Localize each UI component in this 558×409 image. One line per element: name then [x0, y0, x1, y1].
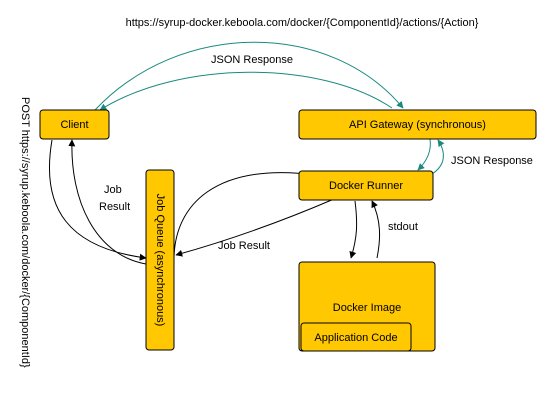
client-label: Client	[60, 119, 88, 131]
json-response-right-label: JSON Response	[451, 155, 533, 167]
docker-image-label: Docker Image	[333, 302, 401, 314]
job-result-middle-label: Job Result	[218, 240, 270, 252]
api-gateway-label: API Gateway (synchronous)	[349, 119, 486, 131]
queue-to-client-result-arrow	[68, 139, 147, 265]
queue-to-runner-arrow	[173, 170, 317, 259]
application-code-label: Application Code	[314, 332, 397, 344]
job-queue-label: Job Queue (asynchronous)	[154, 194, 166, 327]
gateway-to-runner-arrow	[417, 138, 431, 171]
api-gateway-box: API Gateway (synchronous)	[298, 109, 537, 140]
job-queue-box: Job Queue (asynchronous)	[145, 169, 175, 351]
client-box: Client	[39, 109, 110, 140]
actions-url-label: https://syrup-docker.keboola.com/docker/…	[126, 17, 479, 29]
docker-runner-label: Docker Runner	[329, 180, 403, 192]
job-result-left-label-line2: Result	[99, 201, 130, 213]
runner-to-image-arrow	[349, 200, 358, 259]
image-stdout-arrow	[371, 200, 381, 259]
request-arrow-client-to-gateway	[94, 41, 404, 111]
json-response-top-label: JSON Response	[211, 54, 293, 66]
post-url-label: POST https://syrup.keboola.com/docker/{C…	[19, 97, 31, 368]
client-to-queue-arrow	[48, 139, 147, 261]
runner-to-gateway-arrow	[431, 139, 445, 175]
job-result-left-label-line1: Job	[104, 184, 122, 196]
application-code-box: Application Code	[300, 322, 412, 352]
stdout-label: stdout	[388, 221, 418, 233]
response-arrow-gateway-to-client	[99, 71, 393, 111]
runner-to-queue-result-arrow	[175, 198, 335, 257]
docker-runner-box: Docker Runner	[298, 170, 434, 201]
